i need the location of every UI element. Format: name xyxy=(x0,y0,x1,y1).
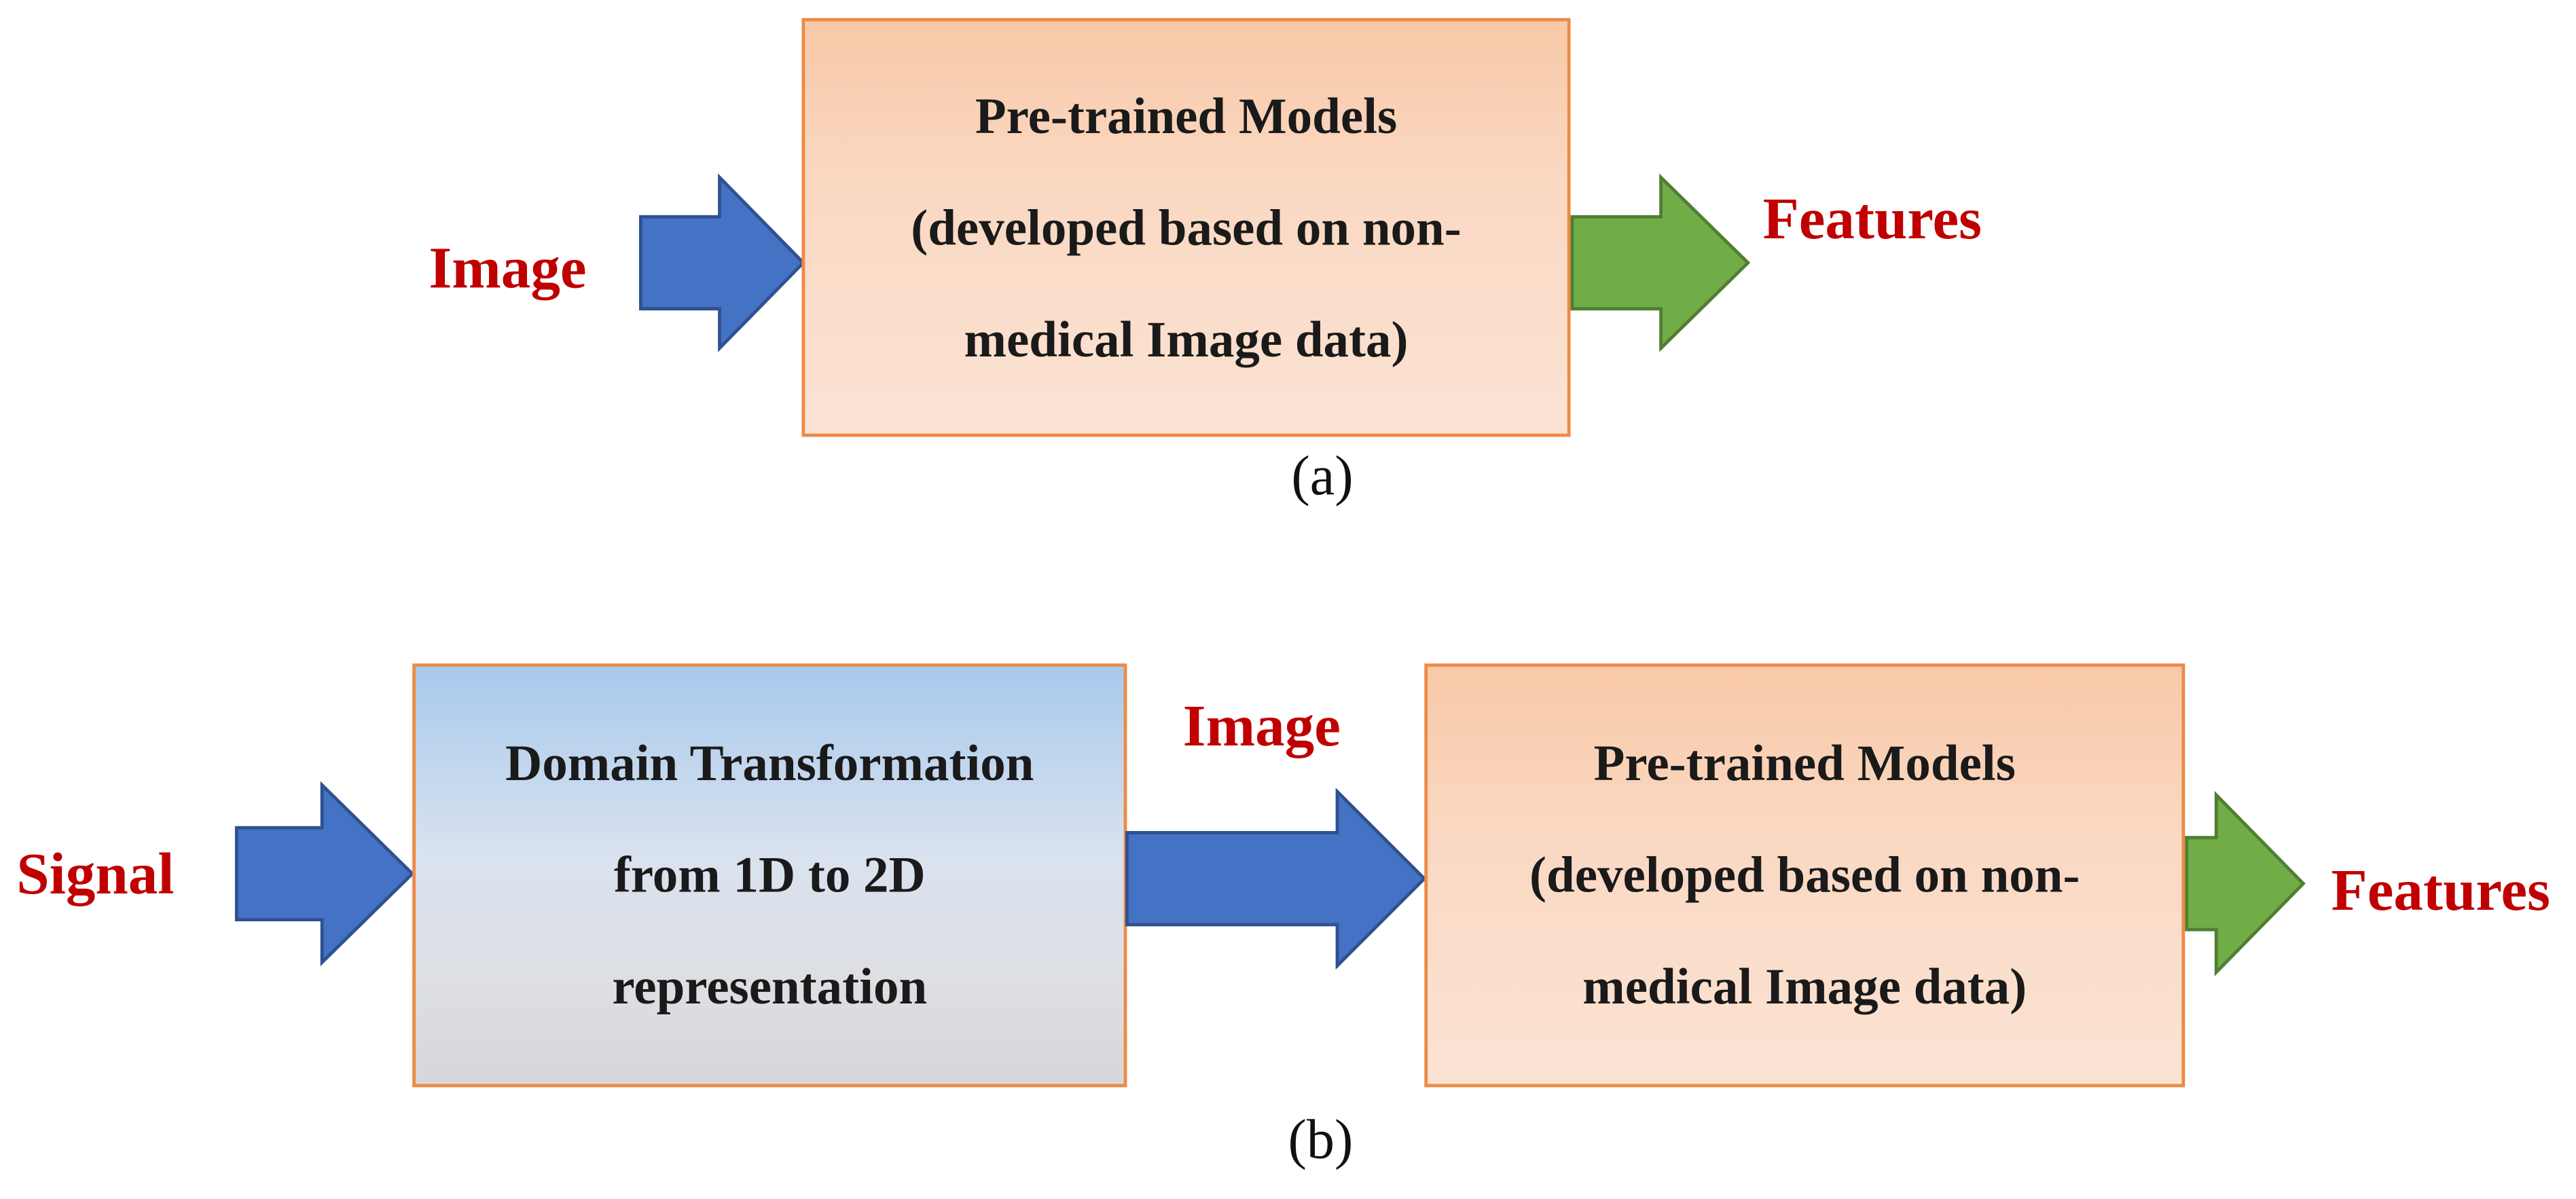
panel-b-input-label: Signal xyxy=(16,841,175,907)
panel-a-input-arrow xyxy=(638,173,806,352)
panel-a-model-line-1: Pre-trained Models xyxy=(975,86,1398,144)
panel-b-transform-line-1: Domain Transformation xyxy=(505,734,1034,792)
panel-a-pretrained-models-box: Pre-trained Models (developed based on n… xyxy=(801,18,1571,437)
panel-b-output-label: Features xyxy=(2331,857,2551,923)
panel-b-output-arrow xyxy=(2185,790,2306,976)
panel-b-model-line-2: (developed based on non- xyxy=(1529,845,2080,904)
panel-a-model-line-3: medical Image data) xyxy=(964,309,1409,367)
panel-b-input-arrow xyxy=(234,781,415,967)
panel-a-caption: (a) xyxy=(1291,446,1354,508)
panel-a-input-label: Image xyxy=(429,234,587,301)
panel-b-model-line-1: Pre-trained Models xyxy=(1593,734,2016,792)
panel-b-domain-transformation-box: Domain Transformation from 1D to 2D repr… xyxy=(412,663,1127,1088)
panel-a-output-label: Features xyxy=(1762,185,1982,252)
panel-b-transform-line-3: representation xyxy=(612,957,928,1015)
panel-a-model-line-2: (developed based on non- xyxy=(911,198,1462,256)
panel-a-output-arrow xyxy=(1570,173,1751,352)
panel-b-middle-arrow xyxy=(1125,788,1427,970)
panel-b-pretrained-models-box: Pre-trained Models (developed based on n… xyxy=(1424,663,2185,1088)
panel-b-transform-line-2: from 1D to 2D xyxy=(613,845,926,904)
panel-b-model-line-3: medical Image data) xyxy=(1582,957,2027,1015)
panel-b-caption: (b) xyxy=(1288,1110,1354,1171)
panel-b-middle-label: Image xyxy=(1182,693,1341,759)
